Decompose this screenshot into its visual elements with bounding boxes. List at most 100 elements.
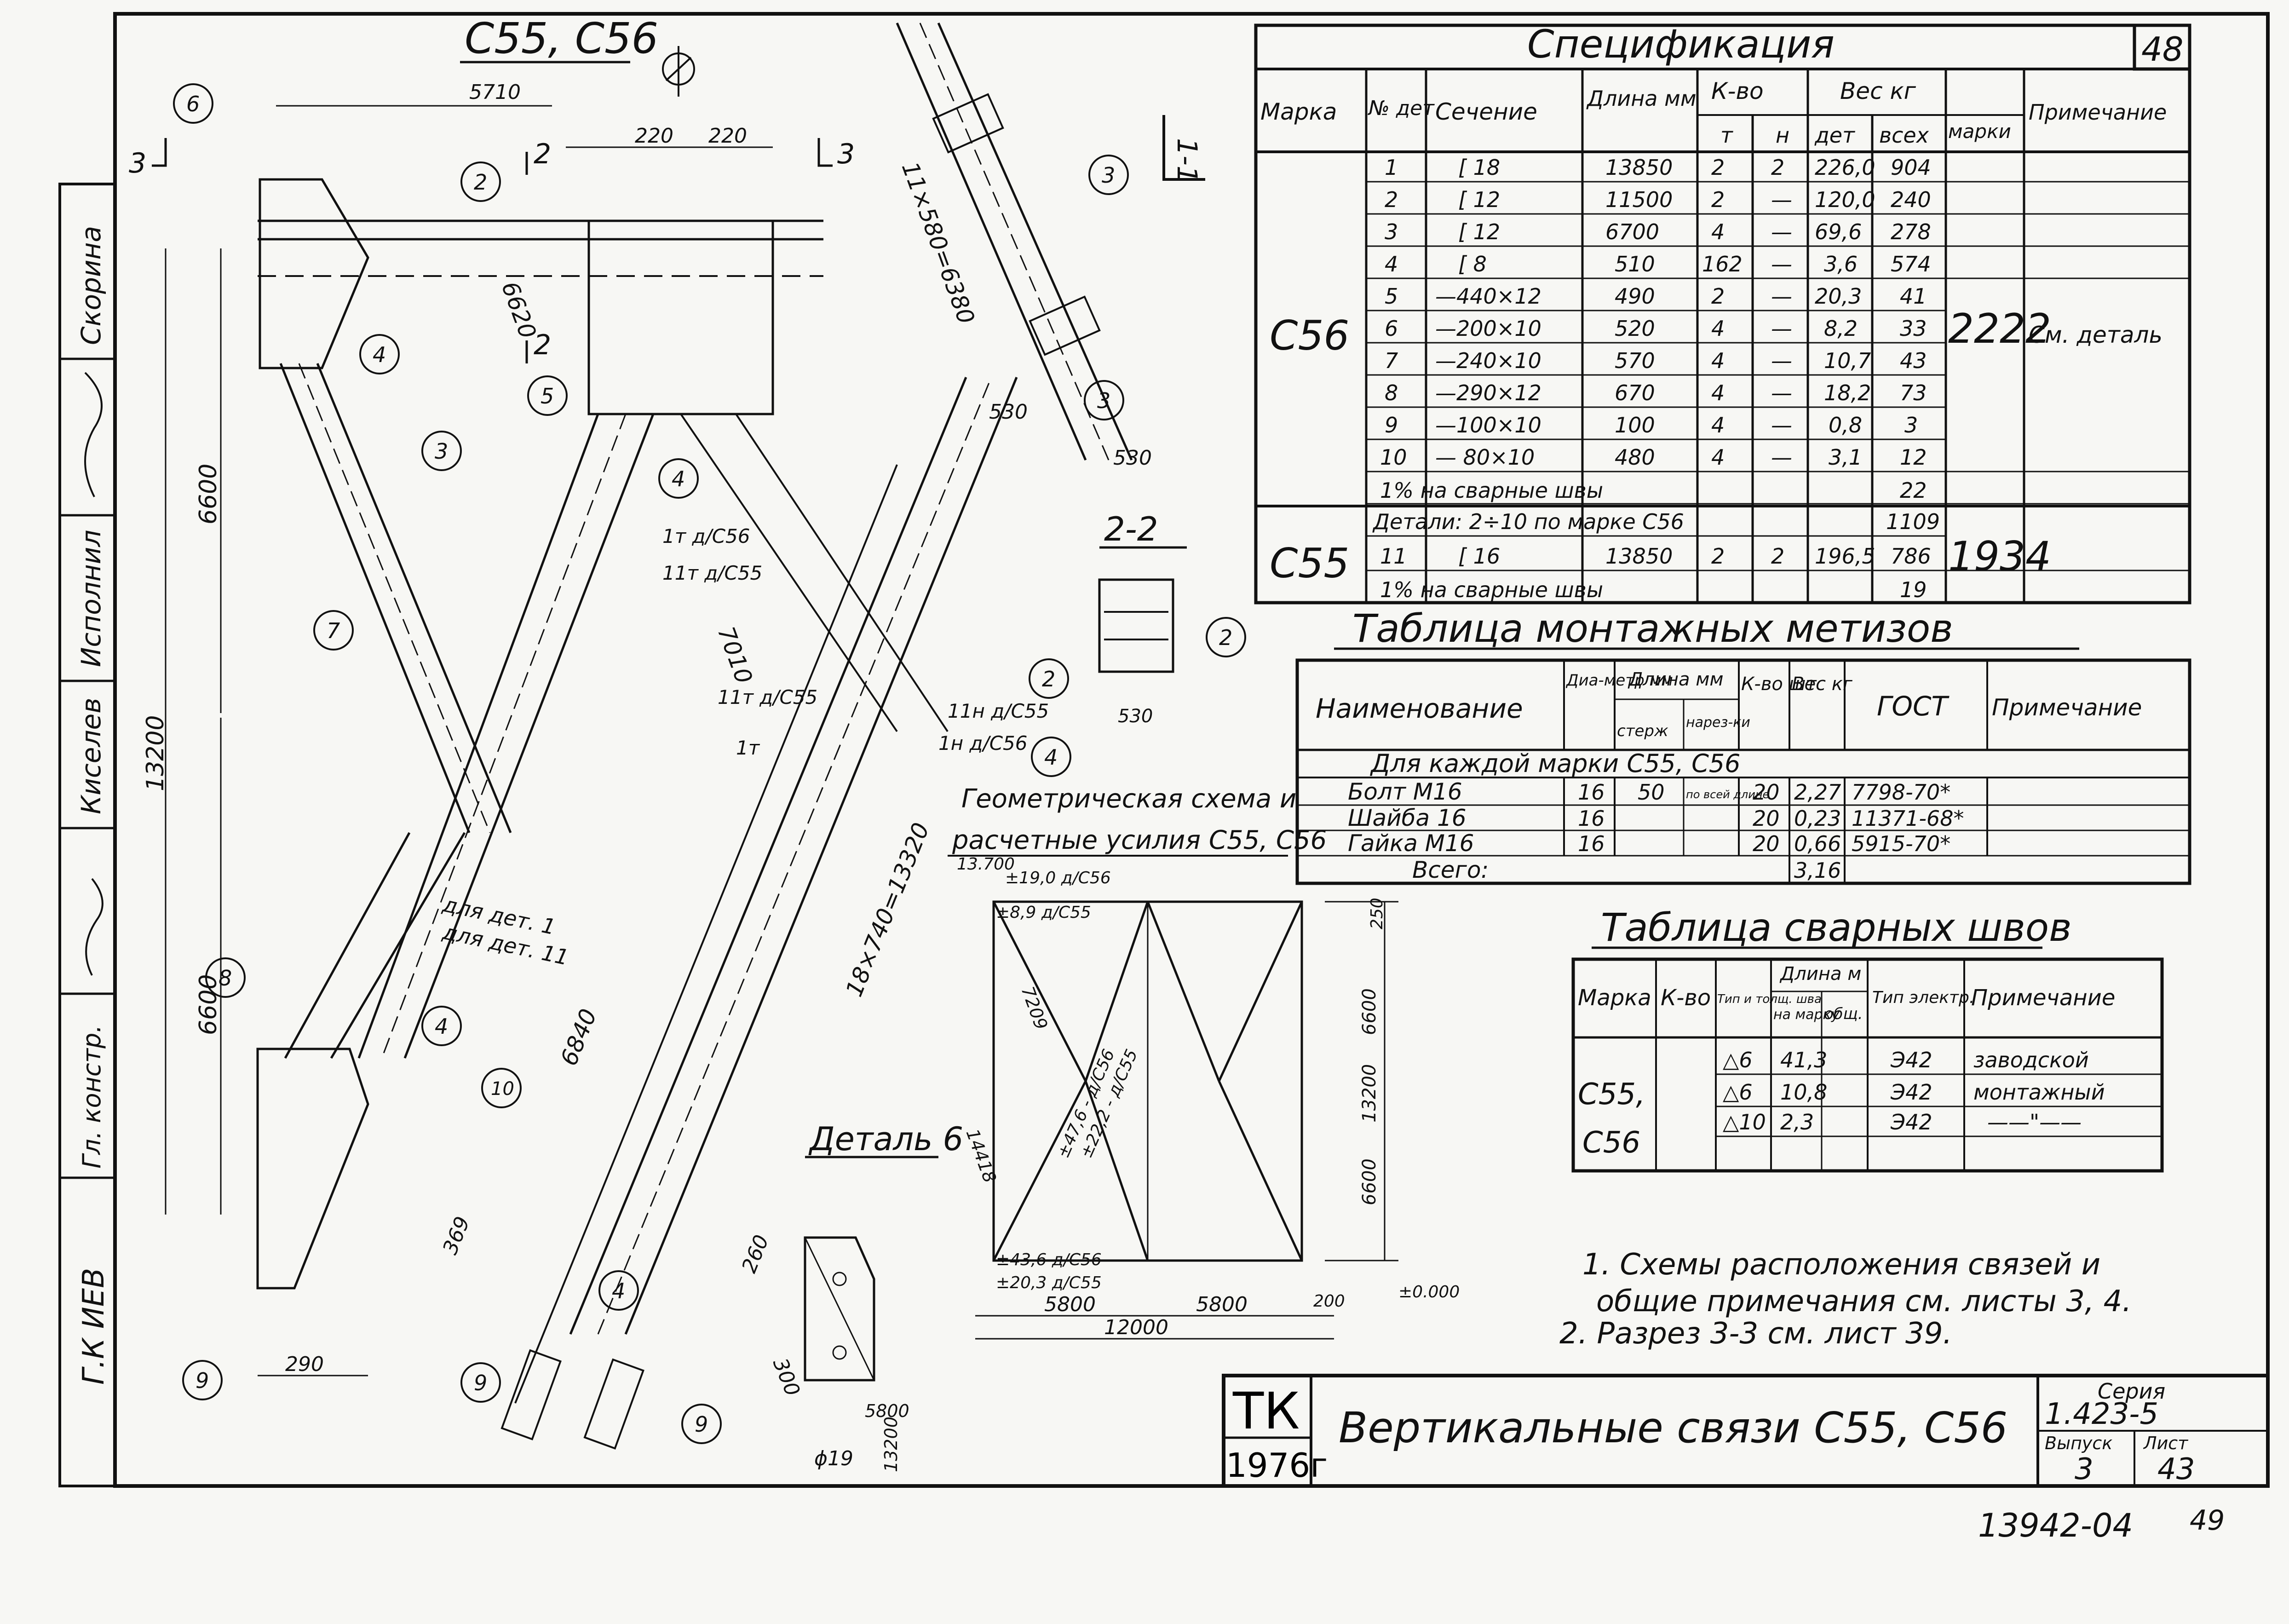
spec-cell: —: [1771, 380, 1792, 405]
spec-cell: 2: [1385, 187, 1398, 212]
spec-cell: 510: [1615, 252, 1655, 276]
spec-weight-c55: 1934: [1948, 533, 2051, 580]
section-2-2: 2-2 530: [1098, 510, 1187, 727]
force-203: ±20,3 д/С55: [996, 1273, 1102, 1292]
issue-label: Выпуск: [2045, 1433, 2112, 1453]
spec-c55-details: Детали: 2÷10 по марке С56: [1372, 509, 1684, 534]
spec-cell: —: [1771, 252, 1792, 276]
fast-total-value: 3,16: [1794, 858, 1841, 883]
detail6-label: Деталь 6: [808, 1120, 963, 1158]
spec-c56-welds: 1% на сварные швы: [1380, 478, 1603, 503]
geom-zero: ±0.000: [1398, 1283, 1460, 1302]
spec-cell: 2: [1711, 544, 1725, 569]
fast-cell: 16: [1578, 831, 1605, 856]
spec-cell: 43: [1900, 348, 1927, 373]
spec-cell: —240×10: [1435, 348, 1541, 373]
weld-cell: заводской: [1973, 1048, 2089, 1072]
spec-cell: [ 18: [1458, 155, 1500, 180]
mark-11t: 11т д/С55: [718, 686, 817, 708]
section22-label: 2-2: [1104, 510, 1158, 548]
spec-cell: 786: [1891, 544, 1931, 569]
dim-530b: 530: [1113, 446, 1152, 470]
callout-label: 4: [373, 342, 386, 367]
spec-row: 5 —440×12 490 2 — 20,3 41: [1385, 284, 1927, 309]
weld-hdr-electrode: Тип электр.: [1872, 988, 1974, 1007]
section-2-top: 2: [534, 138, 551, 170]
weld-cell: △6: [1723, 1080, 1753, 1105]
callout: 4: [658, 458, 699, 499]
callout-label: 2: [474, 170, 487, 195]
weld-table: Таблица сварных швов Марка К-во Тип и то…: [1571, 905, 2164, 1173]
dim-6600a: 6600: [195, 464, 222, 524]
dim-6840: 6840: [555, 1005, 602, 1070]
note-line-3: 2. Разрез 3-3 см. лист 39.: [1559, 1317, 1952, 1351]
bracing-elevation: [256, 22, 1133, 1450]
spec-row: 7 —240×10 570 4 — 10,7 43: [1385, 348, 1927, 373]
weld-hdr-note: Примечание: [1971, 985, 2115, 1011]
weld-hdr-l-mark: на марку: [1773, 1007, 1840, 1023]
spec-cell: 520: [1615, 316, 1655, 341]
section-3-right: 3: [837, 138, 855, 170]
dim-13200b: 13200: [881, 1417, 901, 1472]
spec-cell: —: [1771, 187, 1792, 212]
callout: 9: [460, 1362, 501, 1403]
dim-530c: 530: [1118, 706, 1153, 727]
spec-cell: 6700: [1605, 219, 1659, 244]
callout: 3: [1084, 380, 1124, 420]
callout-label: 6: [186, 92, 200, 116]
callout: 7: [313, 610, 354, 651]
spec-cell: 10,7: [1824, 348, 1871, 373]
callout: 2: [1029, 658, 1069, 699]
spec-cell: 20,3: [1815, 284, 1862, 309]
spec-cell: 570: [1615, 348, 1655, 373]
fast-cell: Болт М16: [1348, 778, 1462, 805]
dim-290: 290: [285, 1353, 324, 1376]
force-436: ±43,6 д/С56: [996, 1250, 1102, 1269]
geom-13200: 13200: [1359, 1064, 1380, 1123]
spec-note-c56: См. деталь: [2029, 322, 2162, 348]
fast-cell: Шайба 16: [1348, 805, 1467, 831]
fastener-row: Гайка М16 16 20 0,66 5915-70*: [1348, 830, 1950, 857]
weld-cell: 41,3: [1780, 1048, 1827, 1072]
spec-cell: 13850: [1605, 155, 1673, 180]
callouts: 6 2 3 4 5 4 3 7 8 4 10 9 9 9 4 3 2 2 4: [173, 83, 1246, 1444]
spec-mark-c56: С56: [1270, 312, 1349, 359]
dim-260: 260: [737, 1232, 774, 1276]
spec-hdr-length: Длина мм: [1586, 86, 1697, 111]
spec-cell: 0,8: [1829, 413, 1862, 438]
spec-cell: 5: [1385, 284, 1398, 309]
spec-hdr-w-all: всех: [1879, 123, 1929, 148]
spec-cell: 574: [1891, 252, 1931, 276]
spec-hdr-marka: Марка: [1260, 98, 1337, 125]
spec-cell: —: [1771, 219, 1792, 244]
spec-c55-details-value: 1109: [1886, 509, 1940, 534]
fastener-table: Таблица монтажных метизов Наименование Д…: [1295, 606, 2191, 885]
section-markers: 3 3 2 2: [129, 138, 855, 363]
spec-cell: 12: [1900, 445, 1927, 470]
spec-cell: 4: [1711, 316, 1725, 341]
spec-cell: 3: [1904, 413, 1918, 438]
dim-5800c: 5800: [865, 1401, 909, 1421]
dim-530a: 530: [989, 400, 1028, 424]
spec-cell: 33: [1900, 316, 1927, 341]
spec-hdr-section: Сечение: [1435, 98, 1537, 125]
detail-6: Деталь 6 ϕ19 5800 13200: [804, 1120, 963, 1472]
callout: 9: [681, 1404, 722, 1444]
callout-label: 9: [474, 1371, 487, 1395]
fast-cell: 0,66: [1794, 831, 1841, 856]
spec-hdr-count-t: т: [1720, 123, 1733, 148]
callout-label: 5: [541, 384, 554, 409]
spec-row: 10 — 80×10 480 4 — 3,1 12: [1380, 445, 1927, 470]
spec-row: 4 [ 8 510 162 — 3,6 574: [1385, 252, 1931, 276]
weld-cell: монтажный: [1973, 1080, 2105, 1105]
spec-cell: 73: [1900, 380, 1927, 405]
callout-label: 8: [219, 966, 232, 991]
callout: 4: [598, 1270, 639, 1311]
dimension-lines: [165, 105, 773, 1376]
spec-cell: 3,1: [1829, 445, 1862, 470]
spec-cell: — 80×10: [1435, 445, 1535, 470]
spec-row-c55: 11 [ 16 13850 2 2 196,5 786: [1380, 544, 1931, 569]
spec-cell: 240: [1891, 187, 1931, 212]
callout: 3: [421, 431, 462, 471]
dim-18x740: 18×740=13320: [840, 819, 934, 1000]
